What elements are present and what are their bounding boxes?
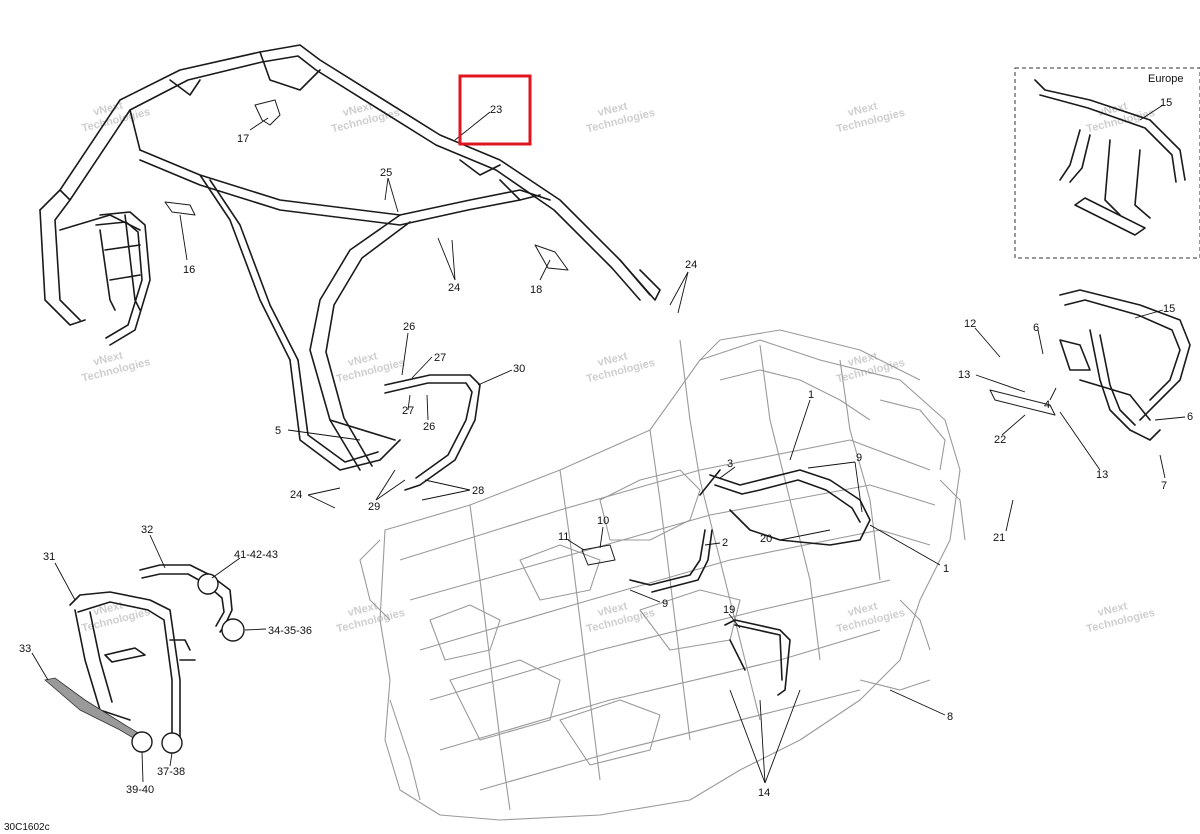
- callout-26-b[interactable]: 26: [423, 421, 435, 433]
- callout-34-36[interactable]: 34-35-36: [268, 625, 312, 637]
- leader-lines: [31, 104, 1186, 784]
- rear-bumper-assembly: [989, 289, 1191, 441]
- callout-1-a[interactable]: 1: [808, 389, 814, 401]
- clamp-41-43: [197, 573, 219, 595]
- europe-inset: Europe: [1014, 67, 1200, 259]
- callout-4[interactable]: 4: [1044, 399, 1050, 411]
- drawing-code: 30C1602c: [4, 822, 50, 833]
- callout-12[interactable]: 12: [964, 318, 976, 330]
- callout-3[interactable]: 3: [727, 458, 733, 470]
- callout-29[interactable]: 29: [368, 501, 380, 513]
- callout-18[interactable]: 18: [530, 284, 542, 296]
- callout-32[interactable]: 32: [141, 524, 153, 536]
- callout-37-38[interactable]: 37-38: [157, 766, 185, 778]
- callout-24-a[interactable]: 24: [448, 282, 460, 294]
- callout-15-a[interactable]: 15: [1163, 303, 1175, 315]
- callout-21[interactable]: 21: [993, 532, 1005, 544]
- callout-14[interactable]: 14: [758, 787, 770, 799]
- callout-23[interactable]: 23: [490, 104, 502, 116]
- callout-7[interactable]: 7: [1161, 480, 1167, 492]
- callout-1-b[interactable]: 1: [943, 563, 949, 575]
- callout-13-b[interactable]: 13: [1096, 469, 1108, 481]
- callout-31[interactable]: 31: [43, 551, 55, 563]
- callout-11[interactable]: 11: [558, 531, 569, 543]
- callout-24-b[interactable]: 24: [685, 259, 697, 271]
- clamp-37-38: [161, 732, 183, 754]
- clamp-34-36: [221, 618, 245, 642]
- callout-26-a[interactable]: 26: [403, 321, 415, 333]
- highlight-box-23: [458, 74, 532, 146]
- callout-16[interactable]: 16: [183, 264, 195, 276]
- callout-15-b[interactable]: 15: [1160, 97, 1172, 109]
- callout-6-a[interactable]: 6: [1033, 322, 1039, 334]
- callout-9-b[interactable]: 9: [662, 598, 668, 610]
- callout-17[interactable]: 17: [237, 133, 249, 145]
- callout-28[interactable]: 28: [472, 485, 484, 497]
- callout-27-b[interactable]: 27: [402, 405, 414, 417]
- middle-parts: [581, 469, 871, 696]
- callout-5[interactable]: 5: [275, 425, 281, 437]
- callout-10[interactable]: 10: [597, 515, 609, 527]
- callout-6-b[interactable]: 6: [1187, 411, 1193, 423]
- europe-label: Europe: [1148, 73, 1183, 85]
- callout-13-a[interactable]: 13: [958, 369, 970, 381]
- callout-24-c[interactable]: 24: [290, 489, 302, 501]
- callout-labels: 23 17 16 18 25 24 24 26 27 27 26 30 5 24…: [4, 97, 1193, 833]
- callout-20[interactable]: 20: [760, 533, 772, 545]
- callout-25[interactable]: 25: [380, 167, 392, 179]
- chassis-frame: [359, 329, 966, 821]
- callout-33[interactable]: 33: [19, 643, 31, 655]
- callout-22[interactable]: 22: [994, 434, 1006, 446]
- front-bumper-parts: [44, 564, 245, 754]
- callout-27-a[interactable]: 27: [434, 352, 446, 364]
- callout-8[interactable]: 8: [947, 711, 953, 723]
- callout-41-43[interactable]: 41-42-43: [234, 549, 278, 561]
- callout-9-a[interactable]: 9: [856, 452, 862, 464]
- callout-2[interactable]: 2: [722, 537, 728, 549]
- roll-cage: [39, 44, 661, 491]
- clamp-39-40: [131, 731, 153, 753]
- callout-39-40[interactable]: 39-40: [126, 784, 154, 796]
- callout-19[interactable]: 19: [723, 604, 735, 616]
- callout-30[interactable]: 30: [513, 363, 525, 375]
